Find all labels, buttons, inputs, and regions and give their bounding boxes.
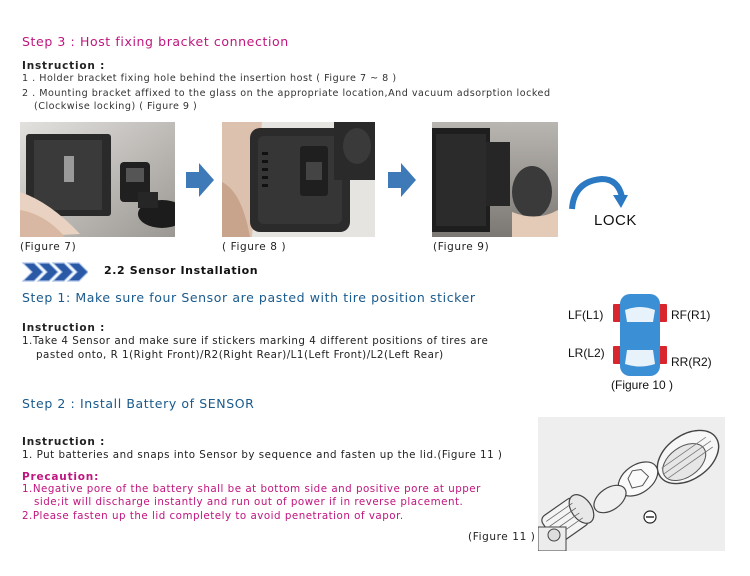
- lock-label: LOCK: [594, 212, 637, 229]
- tire-label-lf: LF(L1): [568, 308, 604, 322]
- clockwise-arrow-icon: [566, 175, 628, 215]
- arrow-right-icon: [388, 163, 416, 201]
- figure-11-caption: (Figure 11 ): [468, 531, 536, 543]
- step2-title: Step 2 : Install Battery of SENSOR: [22, 396, 255, 411]
- figure-10-caption: (Figure 10 ): [611, 378, 674, 392]
- figure-9-photo: [432, 122, 558, 237]
- step1-line1: 1.Take 4 Sensor and make sure if sticker…: [22, 335, 489, 347]
- arrow-right-icon: [186, 163, 214, 201]
- section-title: 2.2 Sensor Installation: [104, 264, 259, 277]
- precaution-heading: Precaution:: [22, 471, 100, 483]
- step2-line1: 1. Put batteries and snaps into Sensor b…: [22, 449, 503, 461]
- step2-instruction-heading: Instruction :: [22, 436, 106, 448]
- step3-title: Step 3 : Host fixing bracket connection: [22, 34, 289, 49]
- tire-label-rf: RF(R1): [671, 308, 711, 322]
- precaution-line2: 2.Please fasten up the lid completely to…: [22, 510, 404, 522]
- figure-8-caption: ( Figure 8 ): [222, 241, 287, 253]
- car-tire-diagram: [610, 292, 670, 382]
- tire-label-lr: LR(L2): [568, 346, 605, 360]
- step1-instruction-heading: Instruction :: [22, 322, 106, 334]
- figure-7-caption: (Figure 7): [20, 241, 77, 253]
- step1-line1b: pasted onto, R 1(Right Front)/R2(Right R…: [36, 349, 444, 361]
- precaution-line1b: side;it will discharge instantly and run…: [34, 496, 464, 508]
- tire-label-rr: RR(R2): [671, 355, 712, 369]
- figure-11-sensor-image: [538, 417, 725, 551]
- figure-8-photo: [222, 122, 375, 237]
- figure-9-caption: (Figure 9): [433, 241, 490, 253]
- chevron-arrows-icon: [21, 262, 89, 286]
- step3-line2b: (Clockwise locking) ( Figure 9 ): [34, 101, 198, 112]
- figure-7-photo: [20, 122, 175, 237]
- step3-instruction-heading: Instruction :: [22, 60, 106, 72]
- precaution-line1: 1.Negative pore of the battery shall be …: [22, 483, 481, 495]
- step3-line1: 1 . Holder bracket fixing hole behind th…: [22, 73, 397, 84]
- step3-line2: 2 . Mounting bracket affixed to the glas…: [22, 88, 551, 99]
- step1-title: Step 1: Make sure four Sensor are pasted…: [22, 290, 476, 305]
